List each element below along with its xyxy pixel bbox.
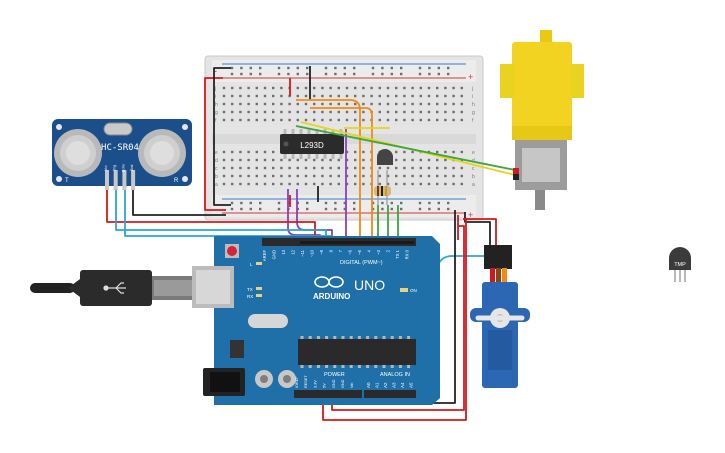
analog-pin-label: A5	[409, 382, 414, 388]
capacitors	[255, 370, 296, 388]
digital-pin-label: 2	[386, 249, 391, 252]
digital-pin-label: ~6	[348, 249, 353, 254]
sensor-pin-label: Vcc	[104, 165, 108, 171]
rail-minus-label: -	[214, 66, 217, 76]
power-pin-label: RESET	[304, 375, 308, 388]
l293d-chip[interactable]: L293D	[280, 129, 344, 159]
row-letter: j	[214, 86, 216, 92]
power-pin-label: GND	[332, 379, 336, 388]
row-letter: f	[215, 118, 217, 124]
dc-motor[interactable]	[500, 30, 584, 210]
row-letter: b	[215, 174, 218, 180]
sensor-pin-label: Trig	[113, 165, 117, 171]
tx-label: TX	[247, 287, 253, 292]
analog-header-label: ANALOG IN	[380, 372, 410, 378]
row-letter: g	[472, 110, 475, 116]
rail-plus-label-bottom: +	[468, 210, 473, 220]
digital-pin-label: 7	[338, 249, 343, 252]
row-letter: i	[215, 94, 216, 100]
sensor-pins: Vcc Trig Echo Gnd	[104, 164, 136, 190]
row-letter: a	[215, 182, 218, 188]
digital-pin-label: ~9	[319, 249, 324, 254]
row-letter: d	[215, 158, 218, 164]
power-header-label: POWER	[324, 372, 345, 378]
power-pin-label: GND	[341, 379, 345, 388]
temperature-sensor-on-board[interactable]	[377, 149, 393, 165]
power-pin-labels: IOREF RESET 3.3V 5V GND GND Vin	[295, 375, 354, 388]
sensor-label: HC-SR04	[101, 143, 139, 153]
arduino-model: UNO	[354, 277, 385, 293]
usb-cable[interactable]	[30, 270, 196, 306]
transducer-left	[54, 129, 102, 177]
reset-button[interactable]	[225, 244, 239, 258]
digital-pin-label: 13	[281, 249, 286, 254]
row-letter: g	[215, 110, 218, 116]
row-letter: b	[472, 174, 475, 180]
tmp-label: TMP	[674, 262, 686, 268]
sensor-pin-label: Gnd	[130, 165, 134, 172]
analog-pin-label: A1	[375, 382, 380, 388]
analog-pin-label: A0	[366, 382, 371, 388]
rx-label: RX	[247, 294, 253, 299]
power-pin-label: 3.3V	[313, 380, 317, 388]
row-letter: h	[215, 102, 218, 108]
power-pin-label: 5V	[323, 383, 327, 388]
digital-pin-label: ~11	[300, 249, 305, 256]
digital-pin-label: TX 1	[395, 249, 400, 259]
row-letter: c	[215, 166, 218, 172]
analog-pin-label: A4	[400, 382, 405, 388]
digital-pin-label: ~3	[376, 249, 381, 254]
transducer-right	[138, 129, 186, 177]
digital-pin-label: ~10	[310, 249, 315, 257]
analog-pin-label: A3	[392, 382, 397, 388]
ultrasonic-sensor[interactable]: HC-SR04 T R Vcc Trig Echo Gnd	[52, 119, 192, 190]
usb-icon	[103, 282, 126, 294]
led-l-label: L	[250, 262, 253, 267]
row-letter: a	[472, 182, 475, 188]
rail-plus-label: +	[468, 72, 473, 82]
digital-pin-label: RX 0	[405, 249, 410, 259]
digital-pin-label: AREF	[262, 250, 267, 262]
digital-pin-labels: AREF GND 13 12 ~11 ~10 ~9 8 7 ~6 ~5 4 ~3 2 TX 1 RX 0	[262, 249, 410, 261]
arduino-logo	[314, 276, 344, 288]
row-letter: j	[471, 86, 473, 92]
atmega-chip	[298, 336, 416, 368]
analog-pin-label: A2	[383, 382, 388, 388]
arduino-brand: ARDUINO	[313, 292, 350, 301]
digital-pin-label: 12	[291, 249, 296, 254]
digital-pin-label: 4	[367, 249, 372, 252]
resistor[interactable]	[374, 170, 391, 205]
sensor-corner-right: R	[174, 178, 179, 184]
power-pin-label: IOREF	[295, 376, 299, 388]
on-label: ON	[410, 288, 417, 293]
row-letter: h	[472, 102, 475, 108]
row-letter: i	[472, 94, 473, 100]
chip-label: L293D	[300, 141, 324, 150]
digital-header-label: DIGITAL (PWM~)	[340, 260, 383, 266]
digital-pin-label: GND	[272, 250, 277, 259]
arduino-uno[interactable]: L TX RX ON ARDUINO UNO DIGITAL (PWM~) PO…	[192, 236, 440, 405]
servo-motor[interactable]	[470, 245, 530, 388]
row-letter: e	[472, 150, 475, 156]
row-letter: e	[215, 150, 218, 156]
row-letter: c	[472, 166, 475, 172]
digital-pin-label: 8	[329, 249, 334, 252]
temperature-sensor[interactable]: TMP	[669, 247, 691, 282]
power-pin-label: Vin	[350, 383, 354, 388]
sensor-pin-label: Echo	[121, 164, 125, 172]
row-letter: f	[472, 118, 474, 124]
sensor-corner-left: T	[65, 178, 69, 184]
digital-pin-label: ~5	[357, 249, 362, 254]
